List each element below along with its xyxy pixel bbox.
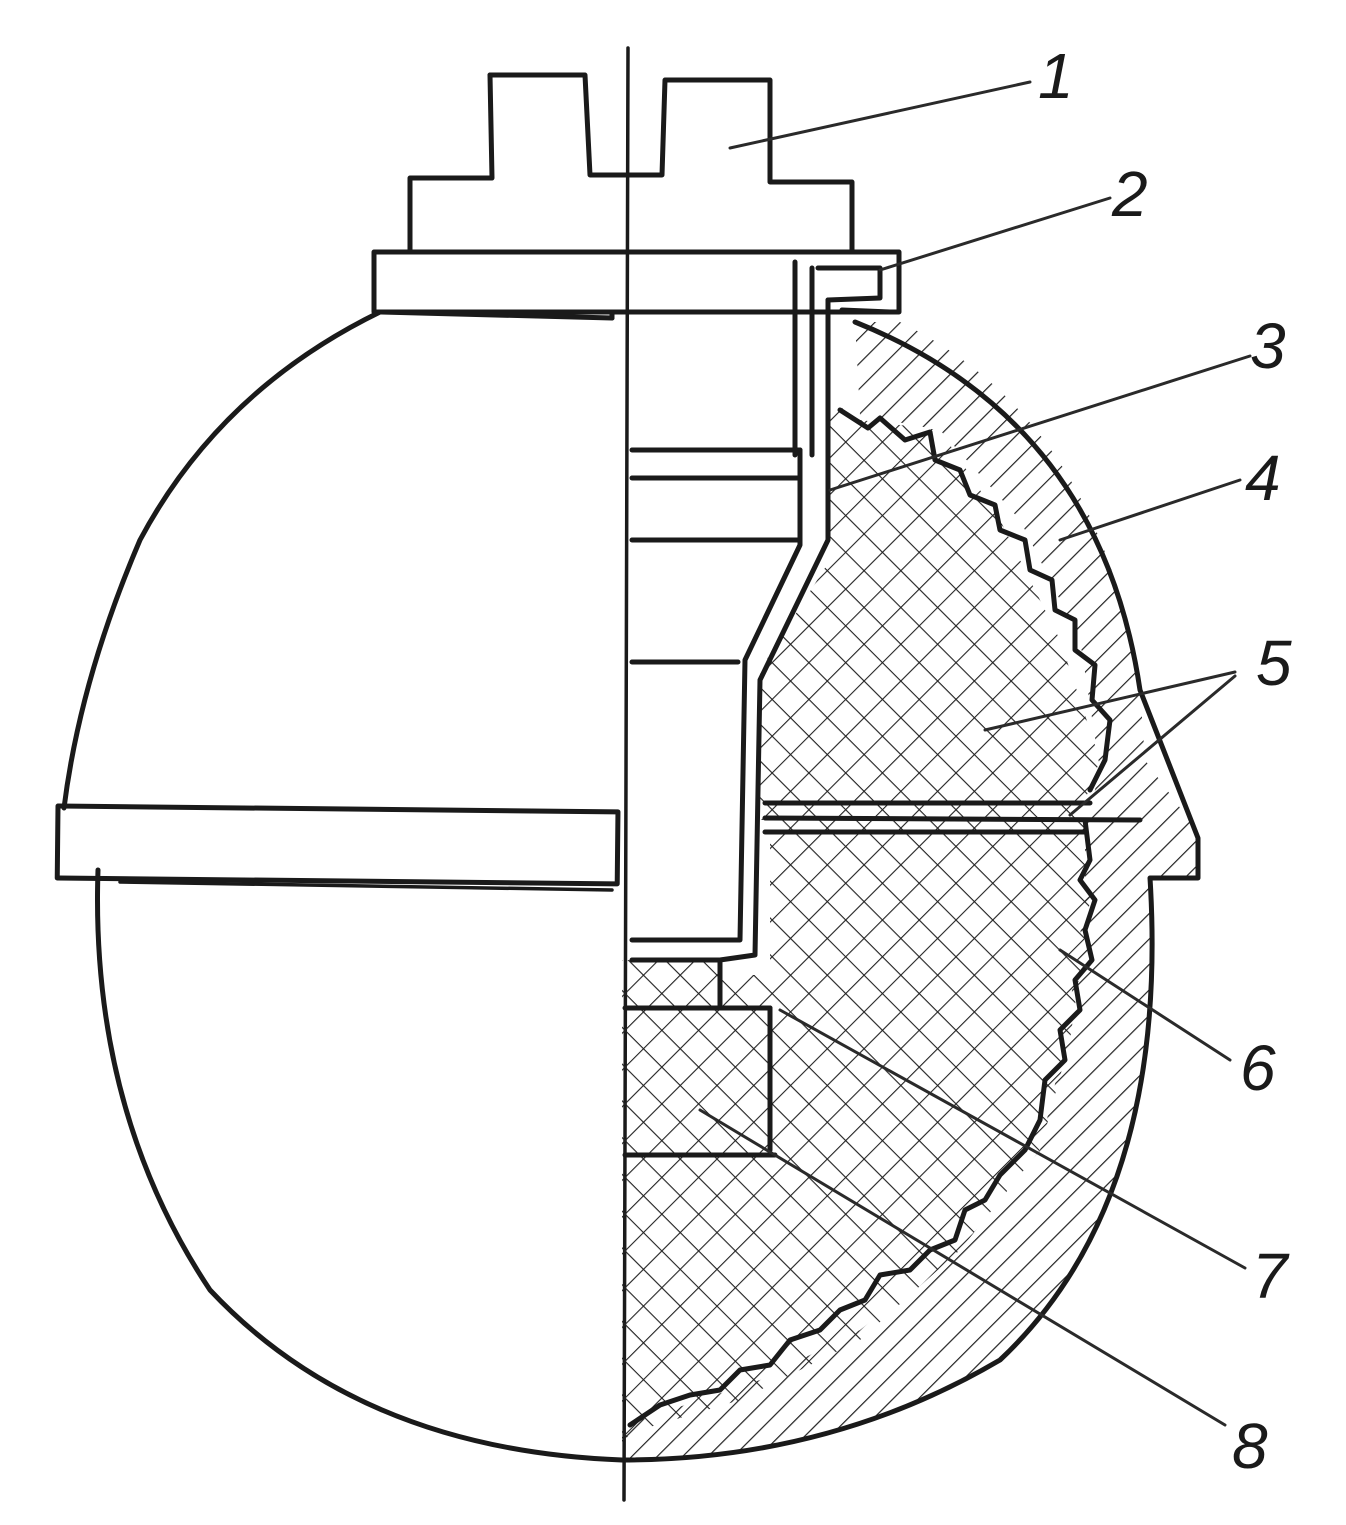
callout-1: 1 xyxy=(1038,40,1074,112)
leader-7 xyxy=(778,1008,1247,1270)
shell-wall xyxy=(622,322,1200,1460)
leader-lines xyxy=(698,80,1252,1427)
callout-3: 3 xyxy=(1250,310,1286,382)
callout-6: 6 xyxy=(1240,1032,1276,1104)
fuse-head xyxy=(371,72,902,315)
leader-8 xyxy=(698,1108,1227,1427)
leader-1 xyxy=(728,80,1032,150)
fragmentation-liner xyxy=(837,407,1113,793)
callout-7: 7 xyxy=(1252,1240,1290,1312)
callout-8: 8 xyxy=(1232,1410,1268,1482)
equator-band xyxy=(762,800,1143,835)
detonator-tube xyxy=(609,259,893,1158)
callout-4: 4 xyxy=(1245,442,1281,514)
sectioned-body xyxy=(622,322,1200,1460)
leader-4 xyxy=(1058,478,1242,542)
callout-2: 2 xyxy=(1111,158,1148,230)
leader-3 xyxy=(828,354,1252,492)
callout-5: 5 xyxy=(1256,627,1292,699)
leader-6 xyxy=(1058,948,1232,1062)
right-outer-contour xyxy=(619,319,1201,1463)
left-outer-shell xyxy=(54,309,625,1463)
callout-labels: 1 2 3 4 5 6 7 8 xyxy=(1038,40,1292,1482)
leader-5b xyxy=(1068,674,1237,817)
leader-2 xyxy=(878,196,1112,272)
leader-5a xyxy=(983,670,1237,732)
fragmentation-liner-lower xyxy=(627,817,1098,1428)
explosive-charge xyxy=(622,400,1100,1440)
